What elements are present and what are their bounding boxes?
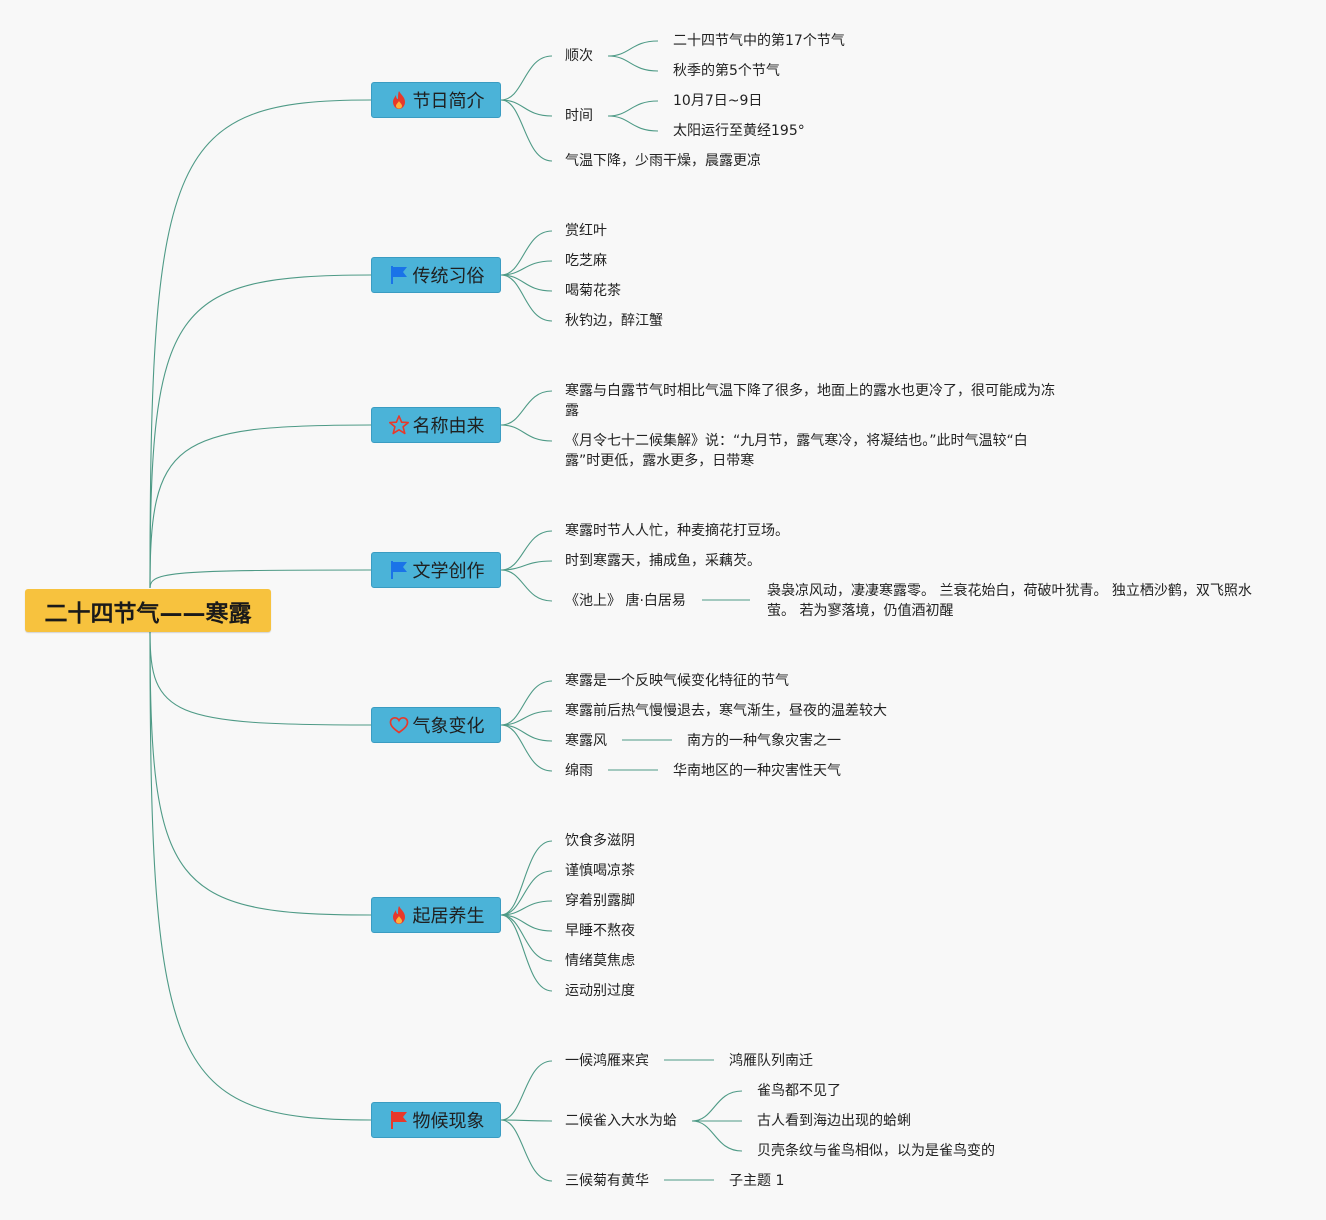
branch-link (500, 99, 553, 117)
topic-sun-longitude[interactable]: 太阳运行至黄经195° (673, 123, 805, 139)
branch-link (500, 424, 553, 442)
branch-link (500, 260, 553, 276)
root-link (149, 424, 372, 589)
sub-link (607, 40, 659, 57)
topic-weather-summary[interactable]: 气温下降，少雨干燥，晨露更凉 (565, 153, 761, 169)
topic-temperature-diff[interactable]: 寒露前后热气慢慢退去，寒气渐生，昼夜的温差较大 (565, 703, 887, 719)
topic-red-leaves[interactable]: 赏红叶 (565, 223, 607, 239)
topic-geese-migrate[interactable]: 鸿雁队列南迁 (729, 1053, 813, 1069)
topic-shell-pattern[interactable]: 贝壳条纹与雀鸟相似，以为是雀鸟变的 (757, 1143, 995, 1159)
branch-topic-literature[interactable]: 文学创作 (371, 552, 501, 588)
topic-name-explanation[interactable]: 寒露与白露节气时相比气温下降了很多，地面上的露水也更冷了，很可能成为冻露 (565, 383, 1055, 419)
sub-link (607, 100, 659, 117)
branch-label: 名称由来 (412, 416, 485, 437)
flag-red-icon (388, 1109, 410, 1131)
star-icon (388, 414, 410, 436)
branch-topic-customs[interactable]: 传统习俗 (371, 257, 501, 293)
branch-link (500, 1119, 553, 1122)
root-link (149, 99, 372, 589)
topic-second-pentad[interactable]: 二候雀入大水为蛤 (565, 1113, 677, 1129)
topic-clams-appear[interactable]: 古人看到海边出现的蛤蜊 (757, 1113, 911, 1129)
topic-exercise[interactable]: 运动别过度 (565, 983, 635, 999)
branch-link (500, 274, 553, 292)
fire-icon (388, 904, 410, 926)
branch-link (500, 870, 553, 916)
branch-link (500, 569, 553, 602)
topic-sparrows-gone[interactable]: 雀鸟都不见了 (757, 1083, 841, 1099)
topic-clothing[interactable]: 穿着别露脚 (565, 893, 635, 909)
root-link (149, 631, 372, 916)
topic-subtopic-1[interactable]: 子主题 1 (729, 1173, 785, 1189)
flag-blue-icon (388, 559, 410, 581)
fire-icon (388, 89, 410, 111)
topic-emotion[interactable]: 情绪莫焦虑 (565, 953, 635, 969)
branch-topic-intro[interactable]: 节日简介 (371, 82, 501, 118)
branch-link (500, 560, 553, 571)
topic-fishing-crab[interactable]: 秋钓边，醉江蟹 (565, 313, 663, 329)
branch-topic-phenology[interactable]: 物候现象 (371, 1102, 501, 1138)
topic-proverb-fish[interactable]: 时到寒露天，捕成鱼，采藕芡。 (565, 553, 761, 569)
sub-link (607, 55, 659, 72)
sub-link (691, 1120, 743, 1152)
topic-continuous-rain[interactable]: 绵雨 (565, 763, 593, 779)
branch-label: 气象变化 (412, 716, 485, 737)
topic-hanlu-wind[interactable]: 寒露风 (565, 733, 607, 749)
root-link (149, 631, 372, 1121)
branch-link (500, 55, 553, 101)
topic-date-range[interactable]: 10月7日~9日 (673, 93, 763, 109)
root-link (149, 631, 372, 726)
heart-icon (388, 714, 410, 736)
branch-link (500, 724, 553, 772)
branch-link (500, 914, 553, 992)
branch-link (500, 390, 553, 426)
branch-label: 文学创作 (412, 561, 485, 582)
branch-link (500, 840, 553, 916)
branch-link (500, 724, 553, 742)
topic-time[interactable]: 时间 (565, 108, 593, 124)
branch-label: 节日简介 (412, 91, 485, 112)
branch-label: 传统习俗 (412, 266, 485, 287)
branch-topic-health[interactable]: 起居养生 (371, 897, 501, 933)
branch-link (500, 1060, 553, 1121)
branch-topic-weather[interactable]: 气象变化 (371, 707, 501, 743)
topic-third-pentad[interactable]: 三候菊有黄华 (565, 1173, 649, 1189)
branch-topic-name-origin[interactable]: 名称由来 (371, 407, 501, 443)
branch-link (500, 710, 553, 726)
topic-first-pentad[interactable]: 一候鸿雁来宾 (565, 1053, 649, 1069)
topic-poem-title[interactable]: 《池上》 唐·白居易 (565, 593, 686, 609)
topic-sesame[interactable]: 吃芝麻 (565, 253, 607, 269)
topic-chrysanthemum-tea[interactable]: 喝菊花茶 (565, 283, 621, 299)
flag-blue-icon (388, 264, 410, 286)
branch-link (500, 530, 553, 571)
topic-order-17[interactable]: 二十四节气中的第17个节气 (673, 33, 845, 49)
branch-label: 起居养生 (412, 906, 485, 927)
topic-climate-feature[interactable]: 寒露是一个反映气候变化特征的节气 (565, 673, 789, 689)
branch-link (500, 99, 553, 162)
branch-link (500, 900, 553, 916)
topic-diet[interactable]: 饮食多滋阴 (565, 833, 635, 849)
topic-autumn-5th[interactable]: 秋季的第5个节气 (673, 63, 780, 79)
root-link (149, 569, 372, 589)
topic-proverb-busy[interactable]: 寒露时节人人忙，种麦摘花打豆场。 (565, 523, 789, 539)
topic-hanlu-wind-desc[interactable]: 南方的一种气象灾害之一 (687, 733, 841, 749)
topic-shunci[interactable]: 顺次 (565, 48, 593, 64)
sub-link (691, 1090, 743, 1122)
branch-link (500, 274, 553, 322)
branch-link (500, 1119, 553, 1182)
branch-link (500, 230, 553, 276)
topic-cool-tea[interactable]: 谨慎喝凉茶 (565, 863, 635, 879)
branch-link (500, 680, 553, 726)
root-topic[interactable]: 二十四节气——寒露 (25, 589, 271, 632)
topic-continuous-rain-desc[interactable]: 华南地区的一种灾害性天气 (673, 763, 841, 779)
topic-yueling-quote[interactable]: 《月令七十二候集解》说：“九月节，露气寒冷，将凝结也。”此时气温较“白露”时更低… (565, 433, 1028, 469)
topic-sleep[interactable]: 早睡不熬夜 (565, 923, 635, 939)
sub-link (607, 115, 659, 132)
branch-label: 物候现象 (412, 1111, 485, 1132)
root-link (149, 274, 372, 589)
branch-link (500, 914, 553, 932)
branch-link (500, 914, 553, 962)
topic-poem-text[interactable]: 袅袅凉风动，凄凄寒露零。 兰衰花始白，荷破叶犹青。 独立栖沙鹤，双飞照水萤。 若… (767, 583, 1252, 619)
